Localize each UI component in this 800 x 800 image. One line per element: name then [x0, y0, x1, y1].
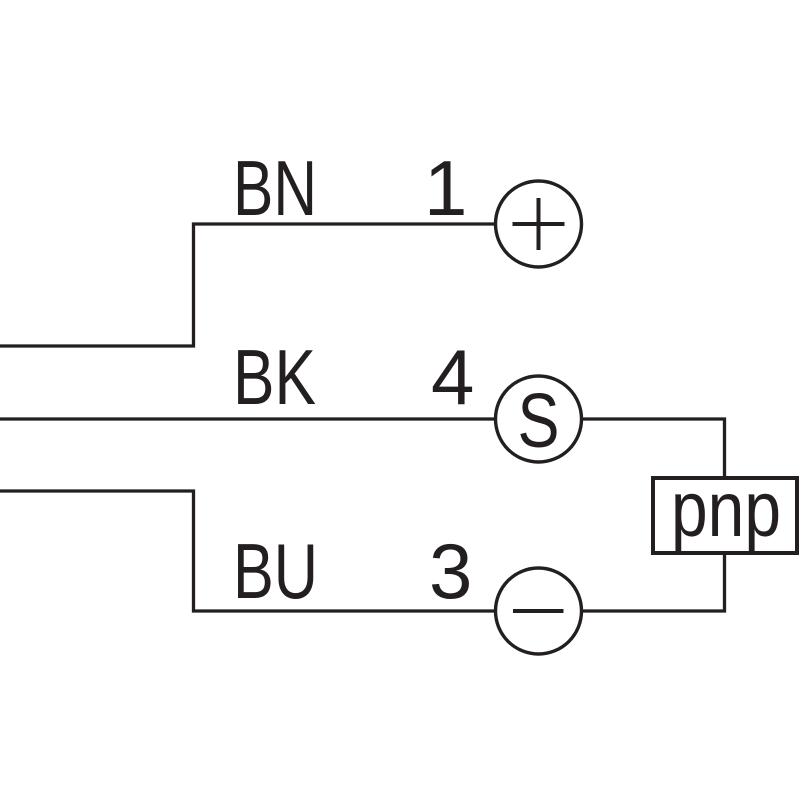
pnp-label: pnp — [671, 465, 781, 553]
bu-label: BU — [233, 527, 318, 615]
pnp-box — [651, 476, 799, 555]
pin-4-label: 4 — [431, 333, 474, 421]
s-terminal-circle — [493, 374, 584, 464]
pin-3-label: 3 — [429, 527, 472, 615]
s-terminal-label: S — [518, 378, 560, 464]
s-to-pnp-wire — [581, 417, 727, 479]
bk-label: BK — [233, 333, 316, 421]
pin-1-label: 1 — [424, 144, 467, 232]
bn-wire — [0, 222, 496, 348]
bn-label: BN — [233, 144, 317, 232]
bu-wire — [0, 489, 496, 613]
pnp-to-minus-wire — [581, 552, 727, 613]
plus-icon — [512, 198, 565, 250]
